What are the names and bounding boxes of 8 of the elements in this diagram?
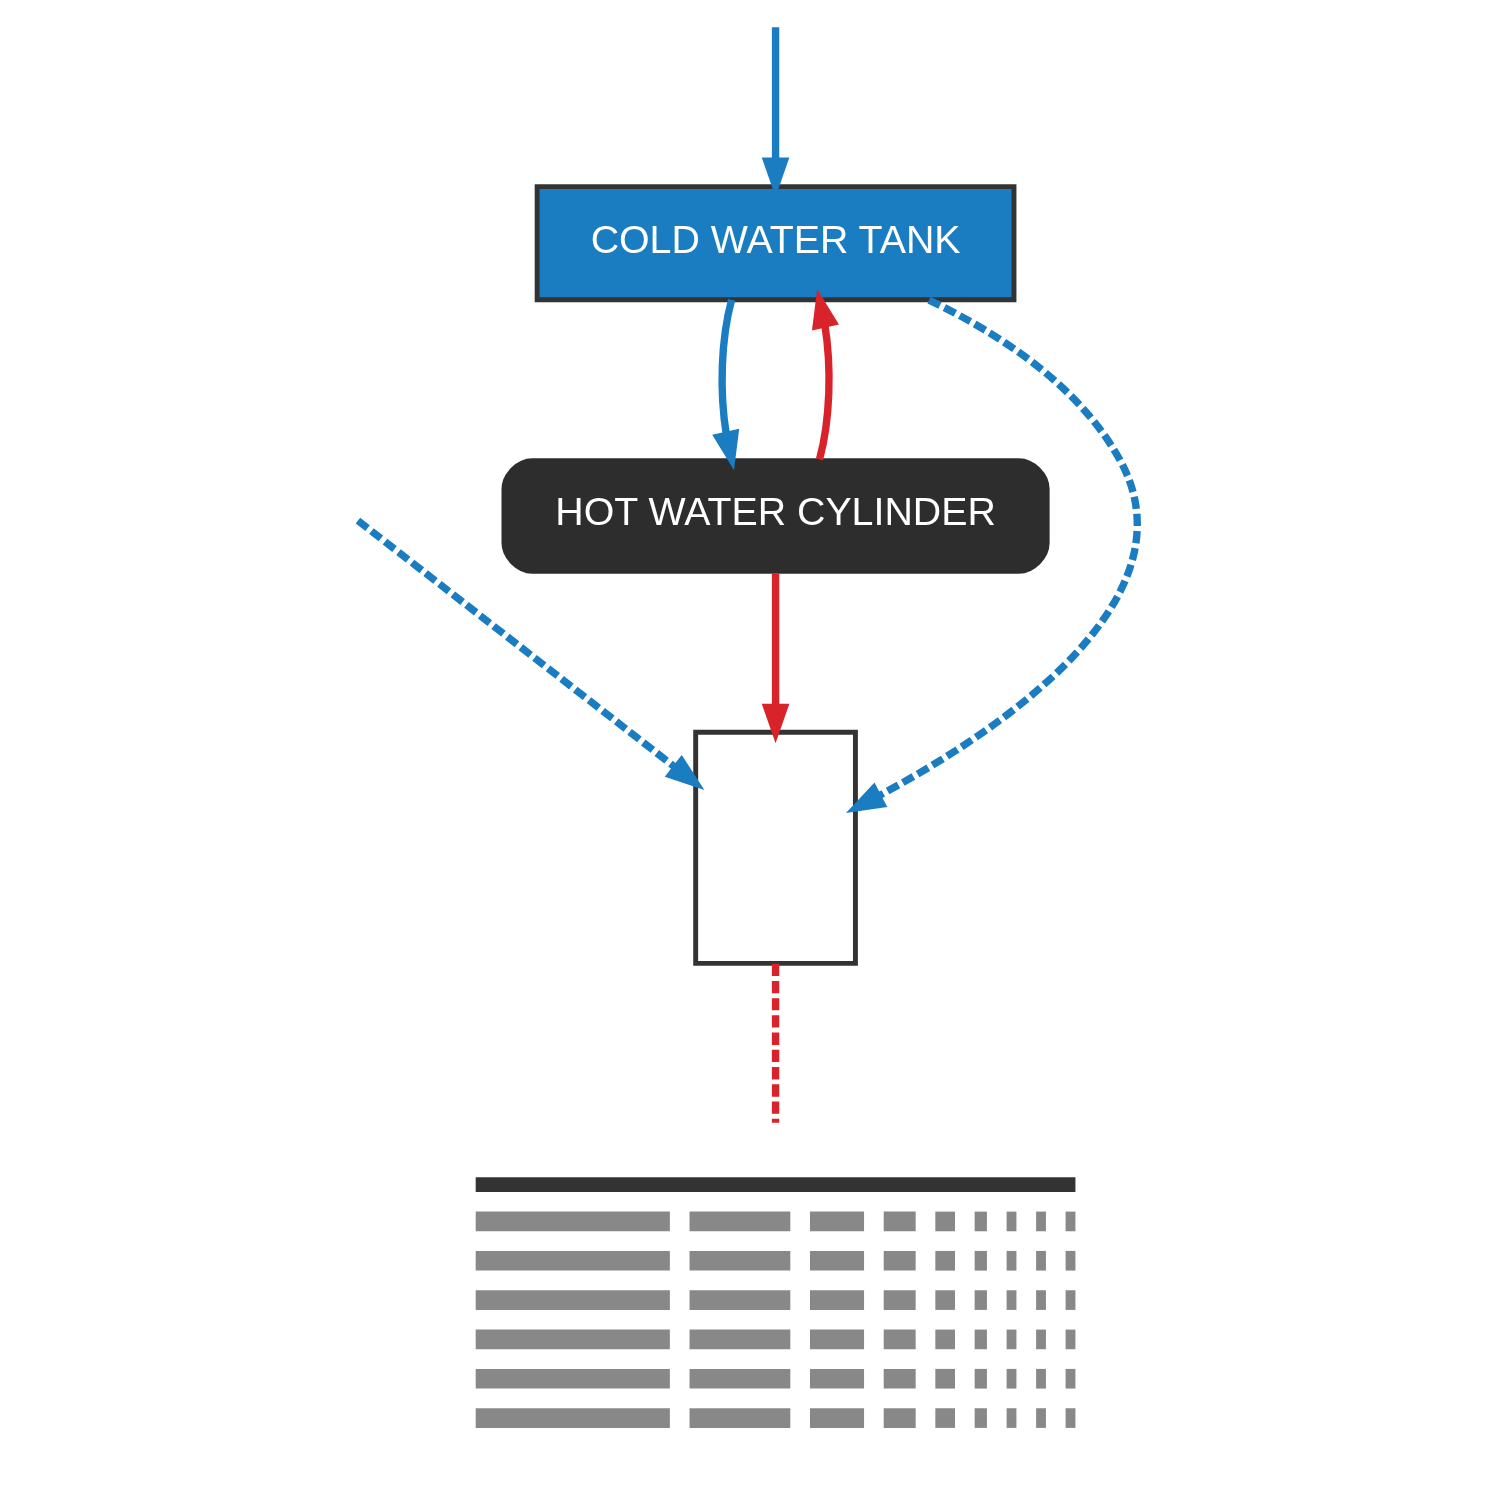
arrow [811,288,839,461]
node-box: HOT WATER CYLINDER [501,458,1050,574]
node-box [693,729,858,966]
node-box: COLD WATER TANK [534,184,1017,303]
arrow [712,298,740,471]
arrow [761,573,790,744]
arrow [355,517,705,790]
arrow [845,296,1141,813]
